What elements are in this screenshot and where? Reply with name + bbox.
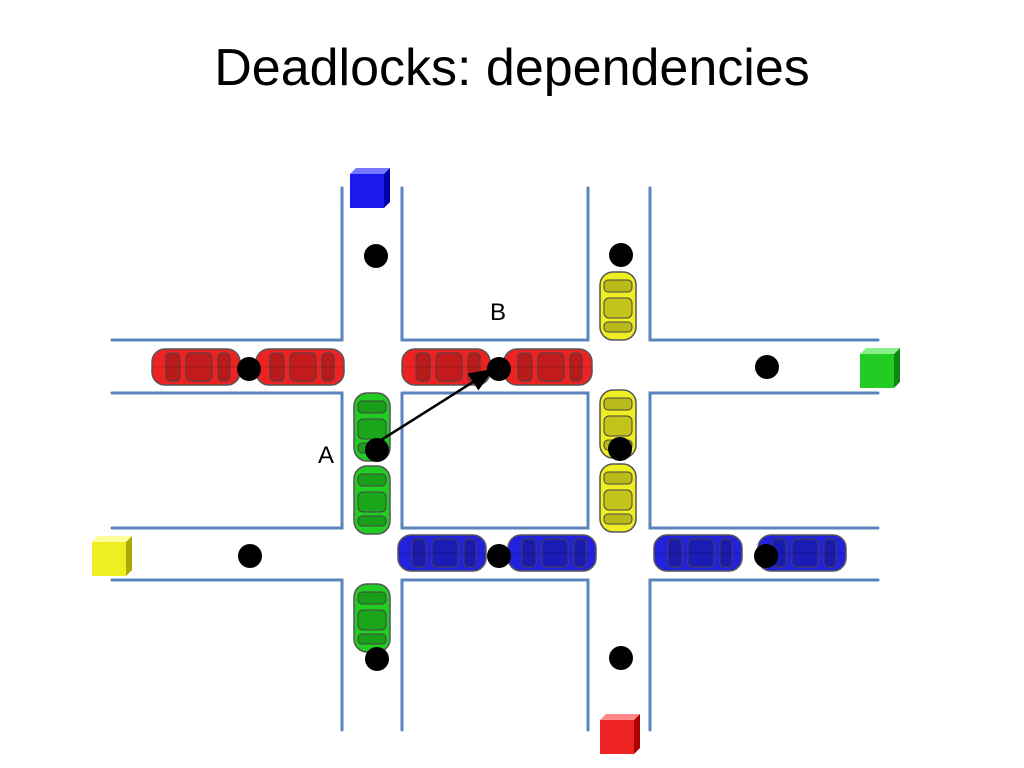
road-edge [400,391,590,530]
yellow-car [599,271,637,341]
red-cube [600,714,640,754]
yellow-cube [92,536,132,576]
node [755,355,779,379]
road-edge [648,578,880,732]
nodes [237,243,779,671]
green-car [353,583,391,653]
road-edge [648,186,880,342]
road-edge [648,391,880,530]
green-cube [860,348,900,388]
node-a [365,438,389,462]
node [365,647,389,671]
cars [151,271,847,653]
node [754,544,778,568]
blue-car [653,534,743,572]
blue-cube [350,168,390,208]
label-a: A [318,442,334,469]
red-car [503,348,593,386]
blue-car [507,534,597,572]
green-car [353,465,391,535]
slide-title: Deadlocks: dependencies [214,39,810,97]
road-edges [110,186,880,732]
node [238,544,262,568]
road-edge [110,186,344,342]
node [237,357,261,381]
road-edge [400,578,590,732]
road-edge [400,186,590,342]
node [487,357,511,381]
blue-car [397,534,487,572]
road-edge [110,578,344,732]
terminal-cubes [92,168,900,754]
label-b: B [490,299,506,326]
dependency-arrow [377,368,495,444]
node [608,437,632,461]
node [609,243,633,267]
red-car [151,348,241,386]
road-edge [110,391,344,530]
node-b-lower [487,544,511,568]
node [364,244,388,268]
red-car [255,348,345,386]
yellow-car [599,463,637,533]
node [609,646,633,670]
